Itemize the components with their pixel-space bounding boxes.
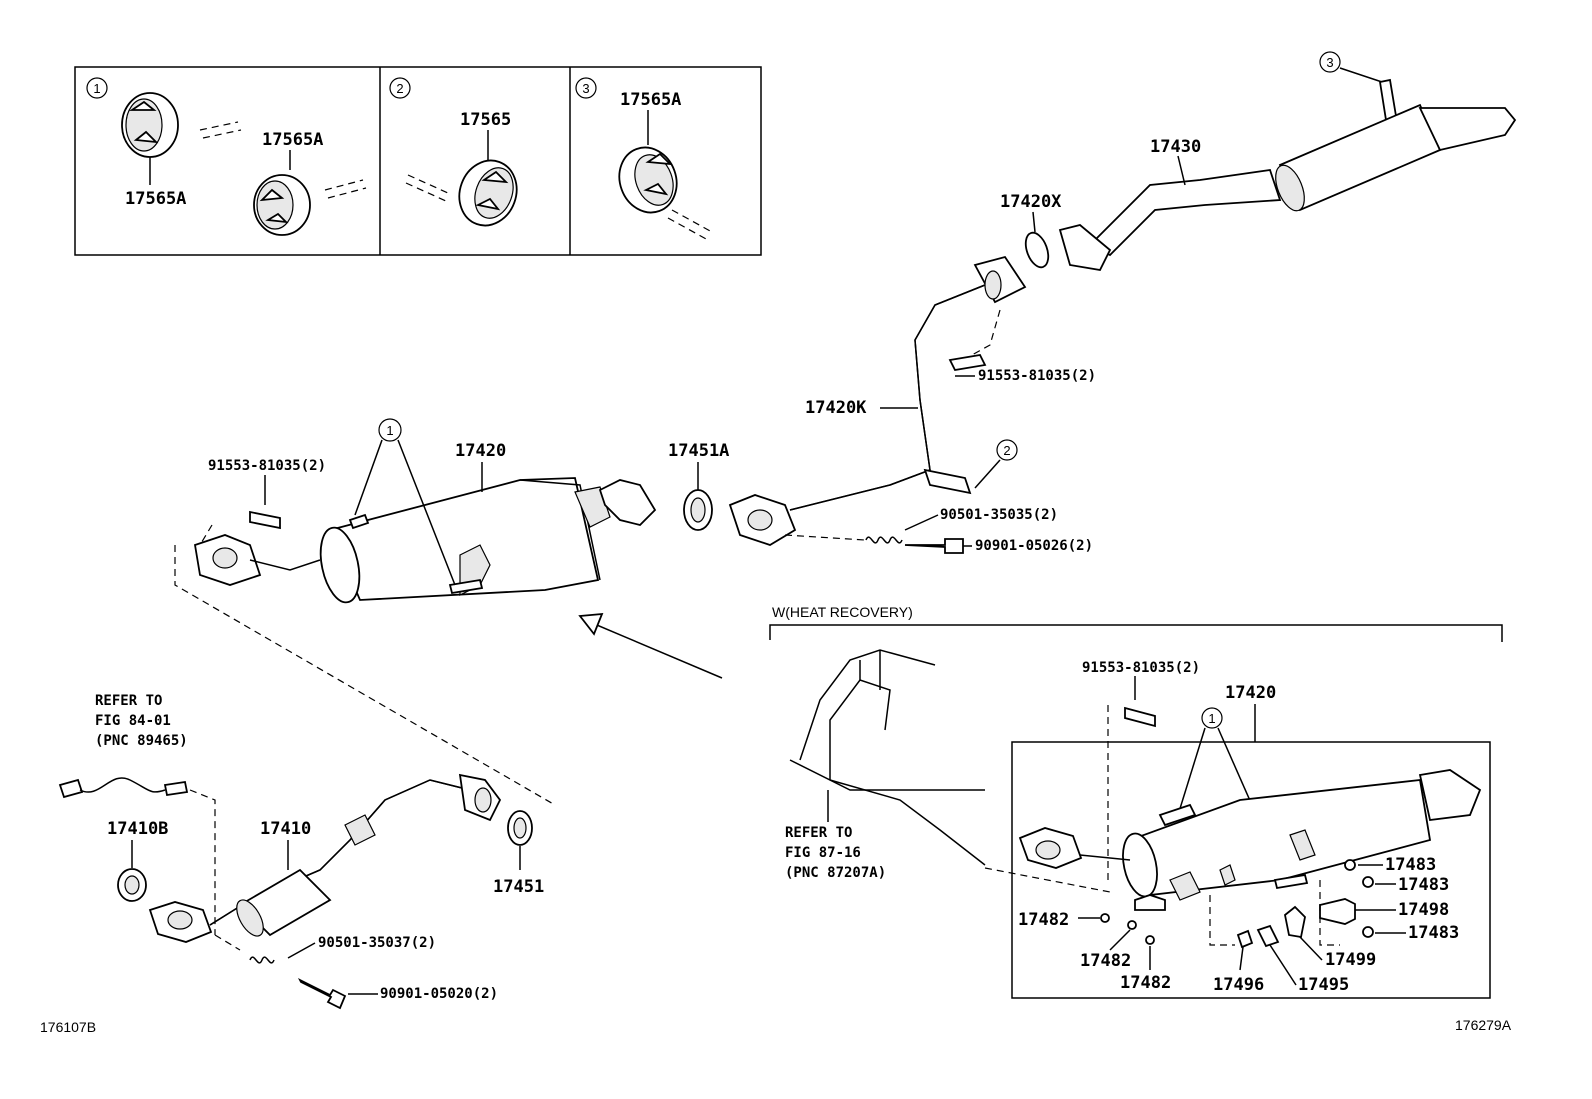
callout-1: 1 (386, 423, 393, 438)
refer2-line1: REFER TO (785, 825, 852, 841)
label-91553-left: 91553-81035(2) (208, 458, 326, 474)
label-heat-recovery: W(HEAT RECOVERY) (772, 604, 913, 620)
label-91553-top: 91553-81035(2) (978, 368, 1096, 384)
label-17495: 17495 (1298, 975, 1349, 995)
inset-boxes: 1 17565A 17565A 2 17565 3 17565 (74, 66, 762, 256)
inset2-label: 17565 (460, 110, 511, 130)
label-90501-35037: 90501-35037(2) (318, 935, 436, 951)
inset2-number-circle (389, 77, 411, 99)
label-17483-b: 17483 (1398, 875, 1449, 895)
label-17483-a: 17483 (1385, 855, 1436, 875)
refer1-line3: (PNC 89465) (95, 733, 188, 749)
label-17420X: 17420X (1000, 192, 1062, 212)
inset1-label-a: 17565A (125, 189, 186, 209)
label-17430: 17430 (1150, 137, 1201, 157)
hanger-icon (121, 92, 179, 158)
label-17410B: 17410B (107, 819, 168, 839)
figure-code-left: 176107B (40, 1019, 96, 1035)
callout-3: 3 (1326, 55, 1333, 70)
inset3-number-circle (575, 77, 597, 99)
direction-arrow (578, 612, 723, 679)
label-17420K: 17420K (805, 398, 867, 418)
o2-sensor-icon (163, 780, 189, 797)
label-91553-right: 91553-81035(2) (1082, 660, 1200, 676)
figure-code-right: 176279A (1455, 1017, 1512, 1033)
hanger-icon (618, 146, 678, 214)
catalytic-converter-17420: 1 17420 91553-81035(2) (174, 418, 657, 806)
label-17451A: 17451A (668, 441, 729, 461)
hanger-icon (458, 159, 518, 227)
label-90901-05020: 90901-05020(2) (380, 986, 498, 1002)
label-17482-c: 17482 (1120, 973, 1171, 993)
label-17451: 17451 (493, 877, 544, 897)
label-17499: 17499 (1325, 950, 1376, 970)
label-17482-a: 17482 (1018, 910, 1069, 930)
inset1-number-circle (86, 77, 108, 99)
callout-1-right: 1 (1208, 711, 1215, 726)
refer1-line2: FIG 84-01 (95, 713, 171, 729)
label-90501-35035: 90501-35035(2) (940, 507, 1058, 523)
refer2-line2: FIG 87-16 (785, 845, 861, 861)
label-17498: 17498 (1398, 900, 1449, 920)
inset1-label-b: 17565A (262, 130, 323, 150)
inset3-label: 17565A (620, 90, 681, 110)
inset1-number: 1 (93, 81, 100, 96)
label-17420-main: 17420 (455, 441, 506, 461)
label-17496: 17496 (1213, 975, 1264, 995)
heat-recovery-section: W(HEAT RECOVERY) REFER TO FIG 87-16 (PNC… (769, 604, 1503, 999)
gasket-17451A: 17451A (668, 441, 729, 531)
spring-bolt-middle: 90501-35035(2) 90901-05026(2) (784, 507, 1093, 554)
label-90901-05026: 90901-05026(2) (975, 538, 1093, 554)
front-pipe-17410: REFER TO FIG 84-01 (PNC 89465) 17410B 17… (58, 693, 544, 1010)
callout-2: 2 (1003, 443, 1010, 458)
inset2-number: 2 (396, 81, 403, 96)
connector-icon (58, 778, 84, 799)
rod-line (199, 121, 242, 139)
label-17410: 17410 (260, 819, 311, 839)
label-17420-right: 17420 (1225, 683, 1276, 703)
label-17482-b: 17482 (1080, 951, 1131, 971)
label-17483-c: 17483 (1408, 923, 1459, 943)
refer1-line1: REFER TO (95, 693, 162, 709)
exhaust-pipe-17420K: 91553-81035(2) 17420K 2 (728, 255, 1096, 546)
tailpipe-muffler: 3 17430 17420X (1000, 51, 1517, 271)
refer2-line3: (PNC 87207A) (785, 865, 886, 881)
hanger-icon (253, 174, 311, 236)
inset3-number: 3 (582, 81, 589, 96)
